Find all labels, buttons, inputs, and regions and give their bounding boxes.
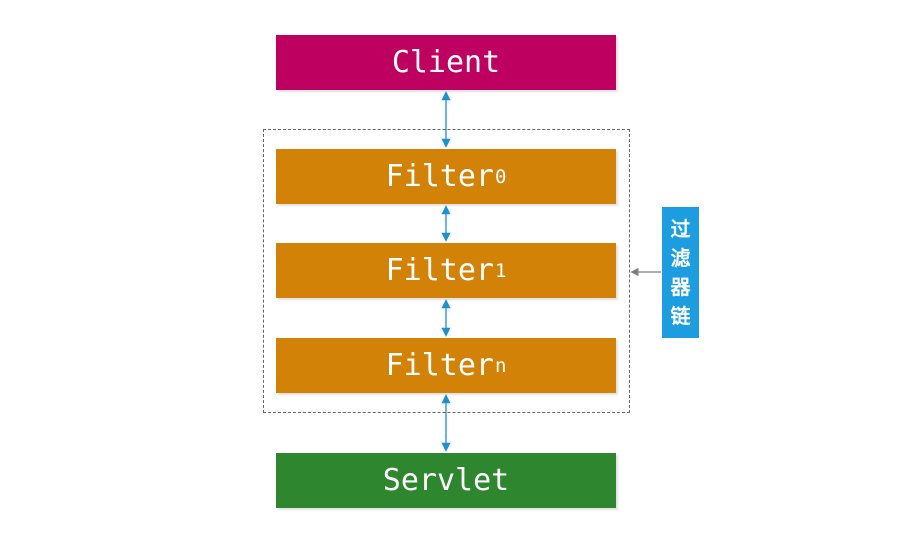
filter-chain-label-char: 器 [670,274,691,299]
client-node: Client [276,35,616,90]
filter-chain-label-char: 链 [670,303,691,328]
client-label: Client [391,45,501,80]
filter-1-label: Filter [385,253,494,288]
servlet-node: Servlet [276,453,616,508]
filter-chain-label: 过 滤 器 链 [662,207,699,338]
filter-chain-label-char: 过 [670,216,691,241]
servlet-label: Servlet [382,463,510,498]
filter-chain-label-char: 滤 [670,245,691,270]
filter-0-label: Filter [385,159,494,194]
filter-n-label: Filter [385,348,494,383]
filter-chain-frame [263,129,630,413]
